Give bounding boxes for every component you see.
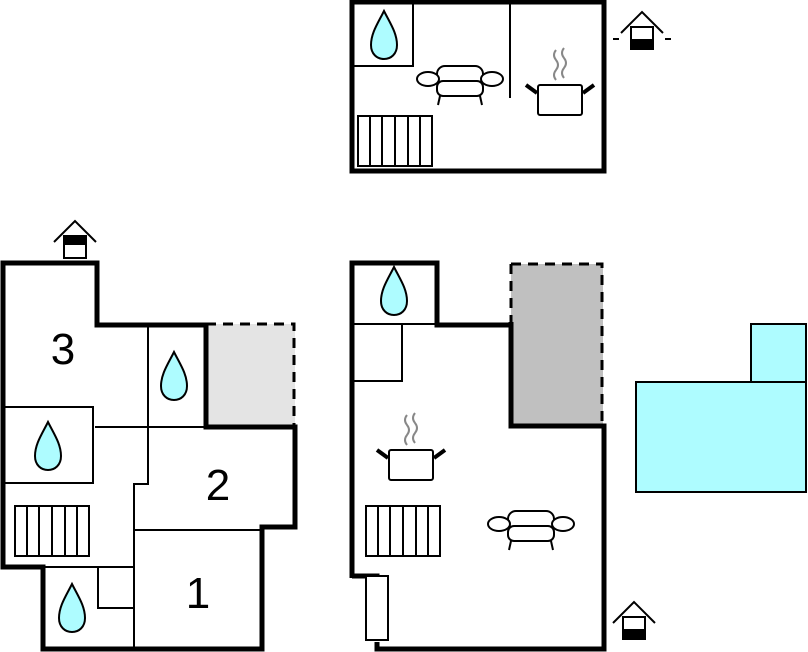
ground-level-plan bbox=[349, 260, 656, 652]
upper-level-plan bbox=[349, 0, 671, 174]
room-label-2: 2 bbox=[206, 461, 230, 510]
door-panel bbox=[365, 575, 389, 641]
room-label-3: 3 bbox=[51, 325, 75, 374]
sofa-icon bbox=[487, 510, 575, 551]
cooking-pot-icon bbox=[524, 46, 596, 117]
room-label-1: 1 bbox=[186, 569, 210, 618]
water-drop-icon bbox=[370, 10, 398, 60]
stairs-icon bbox=[365, 505, 441, 557]
house-entrance-icon bbox=[613, 10, 671, 50]
house-entrance-icon bbox=[612, 600, 656, 640]
covered-terrace bbox=[511, 264, 603, 424]
water-drop-icon bbox=[58, 583, 86, 633]
sofa-icon bbox=[416, 65, 504, 106]
pool bbox=[635, 323, 807, 493]
pool-main-basin bbox=[635, 381, 807, 493]
water-drop-icon bbox=[34, 421, 62, 471]
pool-step-area bbox=[750, 323, 807, 383]
stairs-icon bbox=[14, 505, 90, 557]
water-drop-icon bbox=[380, 266, 408, 316]
house-entrance-icon bbox=[53, 219, 97, 259]
bedroom-level-plan: 3 2 1 bbox=[0, 219, 298, 652]
cooking-pot-icon bbox=[375, 411, 447, 482]
terrace bbox=[206, 324, 295, 425]
stairs-icon bbox=[357, 115, 433, 167]
water-drop-icon bbox=[160, 351, 188, 401]
